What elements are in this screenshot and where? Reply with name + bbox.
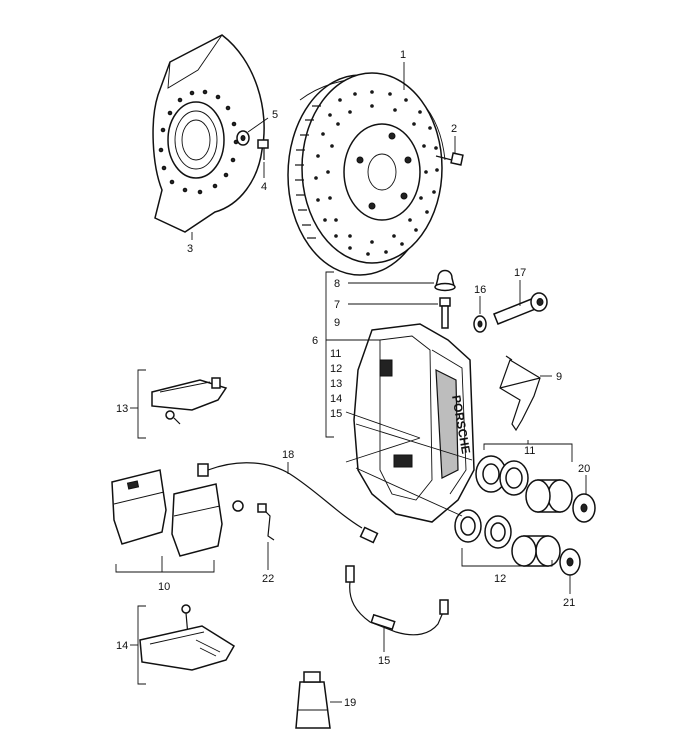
callout-21: 21 bbox=[563, 597, 575, 609]
callout-11-pistons: 11 bbox=[524, 445, 535, 457]
bleeder-cap-part-8 bbox=[434, 269, 456, 292]
grease-tube-part-19 bbox=[295, 671, 331, 729]
callout-9-clip: 9 bbox=[556, 371, 562, 383]
washer-part-16 bbox=[473, 315, 487, 333]
callout-13-caliper: 13 bbox=[330, 378, 342, 390]
callout-14-caliper: 14 bbox=[330, 393, 342, 405]
pistons-part-11 bbox=[475, 455, 573, 513]
bleeder-screw-part-7 bbox=[439, 297, 451, 329]
callout-6: 6 bbox=[312, 335, 318, 347]
callout-13-plate: 13 bbox=[116, 403, 128, 415]
brake-pads-part-10 bbox=[111, 469, 223, 557]
pad-plate-part-14 bbox=[139, 604, 236, 671]
callout-10: 10 bbox=[158, 581, 170, 593]
clip-part-22 bbox=[257, 503, 275, 541]
callout-12-pistons: 12 bbox=[494, 573, 506, 585]
pad-plate-part-13 bbox=[151, 377, 228, 425]
brake-line-part-15 bbox=[345, 565, 449, 636]
caliper-bolt-part-17 bbox=[493, 292, 548, 325]
brake-disc-part-1 bbox=[287, 72, 446, 276]
callout-2: 2 bbox=[451, 123, 457, 135]
bolt-part-4 bbox=[257, 139, 269, 160]
callout-12-caliper: 12 bbox=[330, 363, 342, 375]
washer-part-5 bbox=[236, 130, 250, 146]
callout-8: 8 bbox=[334, 278, 340, 290]
splash-shield-part-3 bbox=[152, 34, 265, 233]
callout-16: 16 bbox=[474, 284, 486, 296]
callout-22: 22 bbox=[262, 573, 274, 585]
callout-15-caliper: 15 bbox=[330, 408, 342, 420]
wear-sensor-part-18 bbox=[197, 462, 379, 544]
callout-1: 1 bbox=[400, 49, 406, 61]
callout-11-caliper: 11 bbox=[330, 348, 341, 360]
disc-screw-part-2 bbox=[435, 152, 464, 166]
callout-9-caliper: 9 bbox=[334, 317, 340, 329]
callout-5: 5 bbox=[272, 109, 278, 121]
callout-20: 20 bbox=[578, 463, 590, 475]
spring-clip-part-9 bbox=[499, 355, 541, 432]
dust-seal-part-20 bbox=[572, 493, 596, 523]
callout-14-plate: 14 bbox=[116, 640, 128, 652]
callout-4: 4 bbox=[261, 181, 267, 193]
callout-labels: 1 2 3 4 5 6 7 8 9 9 10 11 11 12 12 13 13… bbox=[116, 49, 590, 709]
leader-lines bbox=[115, 62, 587, 703]
pistons-part-12 bbox=[454, 509, 561, 567]
callout-17: 17 bbox=[514, 267, 526, 279]
callout-7: 7 bbox=[334, 299, 340, 311]
dust-seal-part-21 bbox=[559, 548, 581, 576]
callout-15-line: 15 bbox=[378, 655, 390, 667]
callout-19: 19 bbox=[344, 697, 356, 709]
callout-18: 18 bbox=[282, 449, 294, 461]
callout-3: 3 bbox=[187, 243, 193, 255]
